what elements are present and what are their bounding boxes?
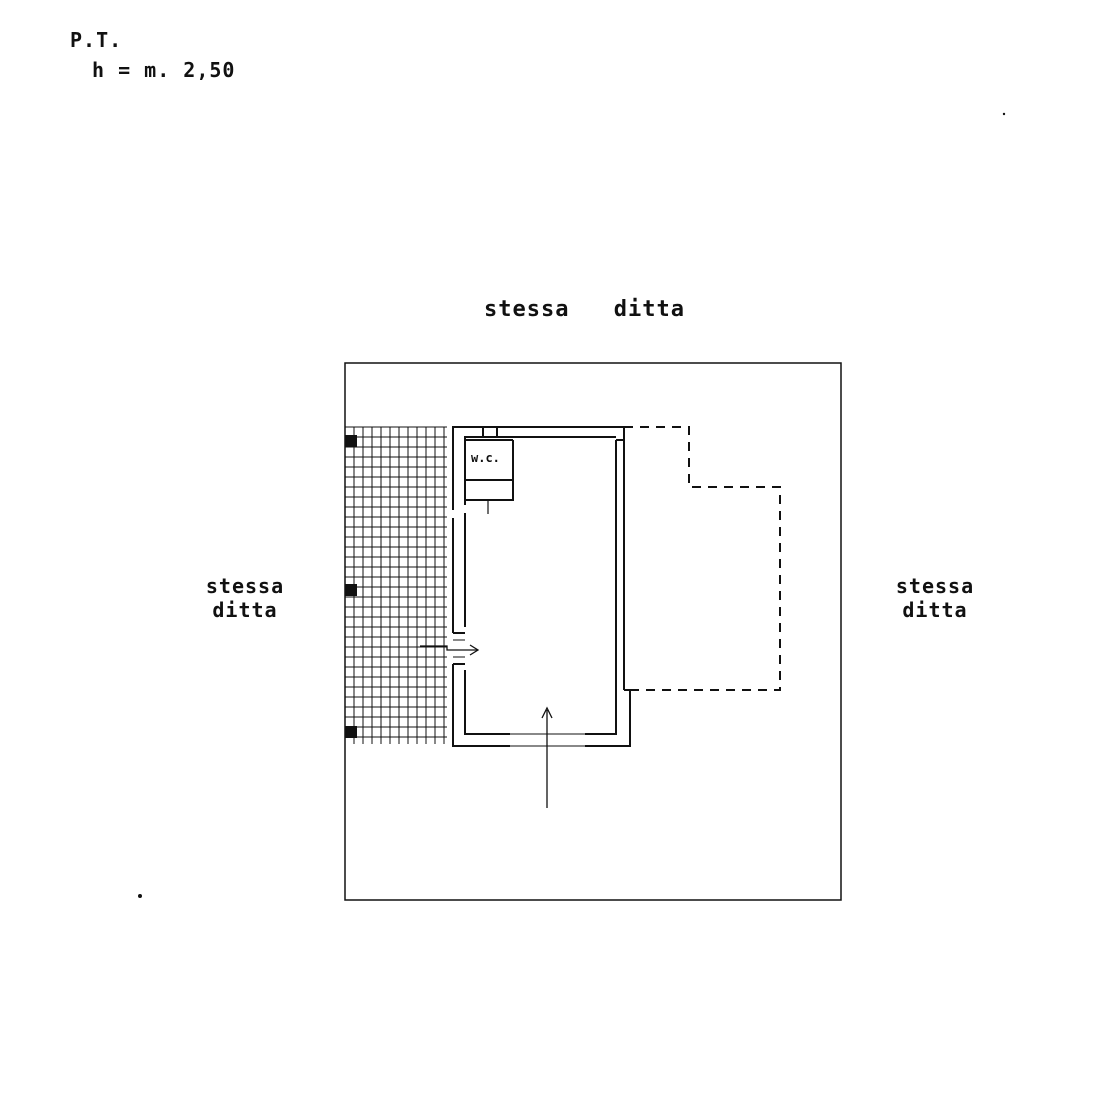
wc-room: [465, 439, 514, 501]
lot-boundary: [344, 362, 842, 901]
boundary-label-left-line2: ditta: [212, 598, 278, 622]
building-walls: [452, 426, 631, 747]
boundary-label-left: stessa ditta: [190, 574, 300, 622]
pillar-top: [345, 435, 357, 447]
pillar-bottom: [345, 726, 357, 738]
wc-room-label: w.c.: [471, 451, 500, 465]
adjoining-outline-dashed: [624, 426, 781, 691]
boundary-label-right-line1: stessa: [895, 574, 975, 598]
floor-label: P.T.: [70, 28, 123, 52]
door-sills: [453, 639, 585, 747]
boundary-label-left-line1: stessa: [205, 574, 285, 598]
speck: [1002, 112, 1006, 116]
paved-area-grid: [345, 426, 447, 744]
ceiling-height-label: h = m. 2,50: [92, 58, 236, 82]
boundary-label-right: stessa ditta: [880, 574, 990, 622]
entrance-arrow-side: [420, 644, 480, 656]
entrance-arrow-main: [541, 706, 553, 808]
boundary-label-right-line2: ditta: [902, 598, 968, 622]
pillar-middle: [345, 584, 357, 596]
speck: [138, 894, 142, 898]
boundary-label-top: stessa ditta: [484, 297, 685, 322]
